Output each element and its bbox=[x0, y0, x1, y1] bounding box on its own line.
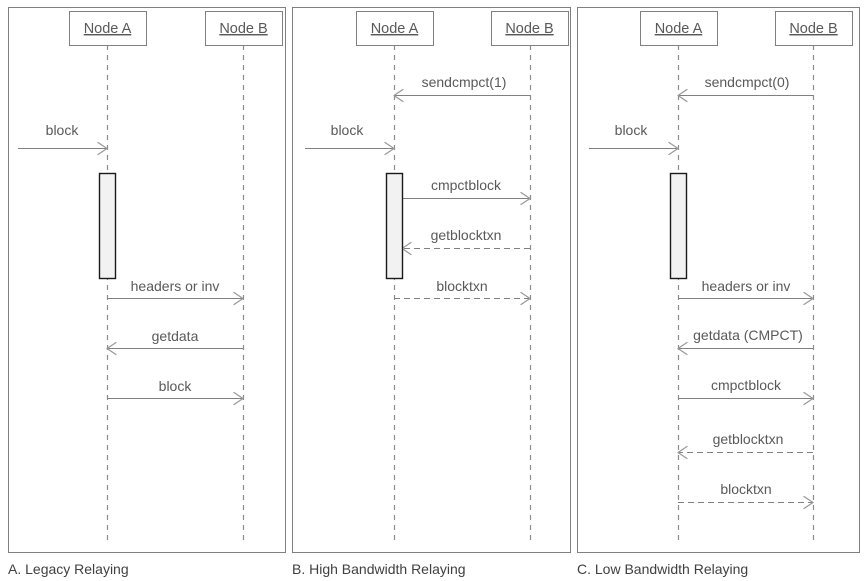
message-label: block bbox=[159, 378, 193, 394]
participant-box bbox=[356, 11, 434, 46]
message-label: getdata (CMPCT) bbox=[693, 327, 803, 343]
msg-headers-or-inv: headers or inv bbox=[678, 278, 814, 306]
arrow-head-icon bbox=[803, 291, 814, 306]
msg-block-in: block bbox=[305, 122, 395, 156]
message-label: getblocktxn bbox=[431, 227, 502, 243]
msg-block-out: block bbox=[107, 378, 244, 406]
participant-box bbox=[69, 11, 147, 46]
arrow-head-icon bbox=[803, 391, 814, 406]
msg-sendcmpct: sendcmpct(0) bbox=[677, 74, 813, 103]
message-label: block bbox=[46, 122, 80, 138]
caption-c: C. Low Bandwidth Relaying bbox=[577, 561, 748, 577]
participant-box bbox=[640, 11, 718, 46]
participant-node-b: Node B bbox=[775, 11, 853, 46]
participant-box bbox=[205, 11, 283, 46]
activation-node-a bbox=[669, 172, 688, 280]
message-label: cmpctblock bbox=[431, 177, 502, 193]
arrow-head-icon bbox=[233, 391, 244, 406]
participant-label: Node B bbox=[219, 21, 267, 37]
message-label: cmpctblock bbox=[711, 377, 782, 393]
arrow-head-icon bbox=[677, 88, 688, 103]
panel-frame bbox=[8, 7, 286, 553]
msg-block-in: block bbox=[589, 122, 679, 156]
participant-node-a: Node A bbox=[356, 11, 434, 46]
arrow-head-icon bbox=[97, 141, 108, 156]
participant-node-b: Node B bbox=[491, 11, 569, 46]
participant-box bbox=[491, 11, 569, 46]
participant-label: Node A bbox=[84, 21, 132, 37]
msg-cmpctblock: cmpctblock bbox=[678, 377, 814, 406]
msg-blocktxn: blocktxn bbox=[678, 481, 814, 510]
msg-sendcmpct: sendcmpct(1) bbox=[393, 74, 530, 103]
participant-label: Node B bbox=[789, 21, 837, 37]
msg-cmpctblock: cmpctblock bbox=[402, 177, 531, 206]
activation-node-a bbox=[98, 172, 117, 280]
participant-label: Node A bbox=[655, 21, 703, 37]
arrow-head-icon bbox=[233, 291, 244, 306]
message-label: getdata bbox=[152, 328, 199, 344]
participant-node-a: Node A bbox=[640, 11, 718, 46]
panel-b: sendcmpct(1) block cmpctblock getblocktxn bl… bbox=[292, 7, 571, 553]
participant-box bbox=[775, 11, 853, 46]
msg-headers-or-inv: headers or inv bbox=[107, 278, 244, 306]
caption-a: A. Legacy Relaying bbox=[8, 561, 129, 577]
message-label: headers or inv bbox=[131, 278, 220, 294]
message-label: blocktxn bbox=[436, 278, 487, 294]
activation-node-a bbox=[385, 172, 404, 280]
message-label: block bbox=[615, 122, 649, 138]
arrow-head-icon bbox=[106, 341, 117, 356]
panel-frame bbox=[292, 7, 571, 553]
participant-label: Node A bbox=[371, 21, 419, 37]
arrow-head-icon bbox=[520, 291, 531, 306]
participant-node-a: Node A bbox=[69, 11, 147, 46]
msg-blocktxn: blocktxn bbox=[394, 278, 531, 306]
message-label: getblocktxn bbox=[713, 431, 784, 447]
arrow-head-icon bbox=[393, 88, 404, 103]
arrow-head-icon bbox=[677, 445, 688, 460]
msg-block-in: block bbox=[18, 122, 108, 156]
message-label: blocktxn bbox=[720, 481, 771, 497]
msg-getdata-cmpct: getdata (CMPCT) bbox=[677, 327, 813, 356]
participant-node-b: Node B bbox=[205, 11, 283, 46]
message-label: sendcmpct(0) bbox=[705, 74, 790, 90]
arrow-head-icon bbox=[520, 191, 531, 206]
message-label: headers or inv bbox=[702, 278, 791, 294]
msg-getdata: getdata bbox=[106, 328, 243, 356]
message-label: block bbox=[331, 122, 365, 138]
arrow-head-icon bbox=[668, 141, 679, 156]
message-label: sendcmpct(1) bbox=[422, 74, 507, 90]
panel-c: sendcmpct(0) block headers or inv getdata (… bbox=[577, 7, 860, 553]
participant-label: Node B bbox=[505, 21, 553, 37]
arrow-head-icon bbox=[677, 341, 688, 356]
panel-a: block headers or inv getdata block Node A Nod… bbox=[8, 7, 286, 553]
panel-frame bbox=[577, 7, 860, 553]
arrow-head-icon bbox=[803, 495, 814, 510]
msg-getblocktxn: getblocktxn bbox=[677, 431, 813, 460]
caption-b: B. High Bandwidth Relaying bbox=[292, 561, 466, 577]
arrow-head-icon bbox=[384, 141, 395, 156]
